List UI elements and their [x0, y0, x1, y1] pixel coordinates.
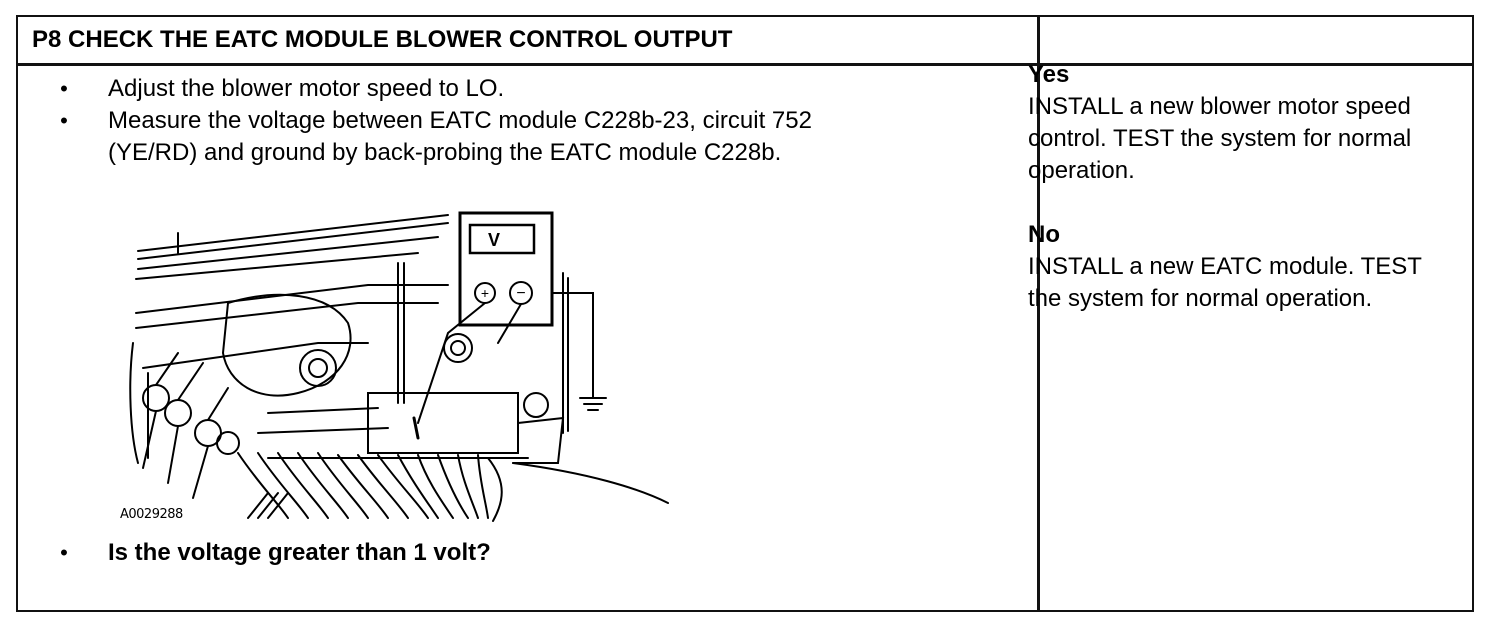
- yes-answer: Yes INSTALL a new blower motor speed con…: [1028, 59, 1448, 187]
- step-header: P8 CHECK THE EATC MODULE BLOWER CONTROL …: [32, 26, 733, 53]
- question-text: Is the voltage greater than 1 volt?: [108, 539, 491, 566]
- instruction-text: Adjust the blower motor speed to LO.: [108, 75, 505, 102]
- minus-terminal-symbol: −: [516, 285, 525, 302]
- plus-terminal-symbol: +: [481, 285, 489, 301]
- figure-code: A0029288: [120, 507, 183, 522]
- no-text: INSTALL a new EATC module. TEST the syst…: [1028, 253, 1422, 312]
- yes-label: Yes: [1028, 61, 1070, 88]
- header-divider: [18, 63, 1472, 66]
- instruction-text: Measure the voltage between EATC module …: [108, 107, 812, 134]
- bullet-icon: •: [60, 108, 68, 133]
- answers-column: Yes INSTALL a new blower motor speed con…: [1028, 59, 1448, 347]
- no-answer: No INSTALL a new EATC module. TEST the s…: [1028, 219, 1448, 315]
- yes-text: INSTALL a new blower motor speed control…: [1028, 93, 1412, 184]
- bullet-icon: •: [60, 76, 68, 101]
- voltmeter-display-label: V: [488, 230, 500, 250]
- column-divider: [1037, 17, 1040, 610]
- bullet-icon: •: [60, 540, 68, 565]
- diagnostic-step-table: P8 CHECK THE EATC MODULE BLOWER CONTROL …: [16, 15, 1474, 612]
- instruction-text: (YE/RD) and ground by back-probing the E…: [108, 139, 782, 166]
- no-label: No: [1028, 221, 1060, 248]
- connector-probe-illustration: V + −: [129, 211, 669, 522]
